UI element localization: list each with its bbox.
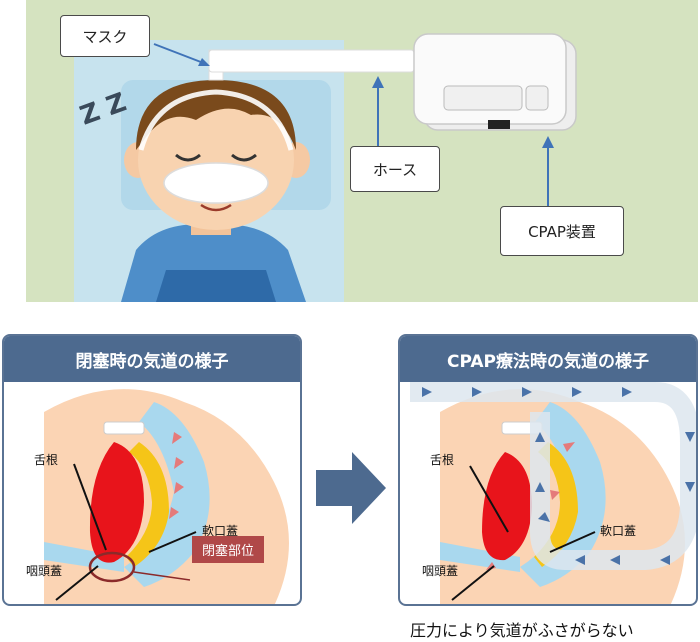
- epiglottis-label: 咽頭蓋: [422, 562, 458, 579]
- device-button: [526, 86, 548, 110]
- cpap-airway-panel: CPAP療法時の気道の様子: [398, 334, 698, 606]
- tongue-root-label: 舌根: [430, 451, 454, 468]
- obstructed-panel-title: 閉塞時の気道の様子: [4, 336, 300, 382]
- shirt-shadow: [156, 270, 276, 302]
- cpap-caption: 圧力により気道がふさがらない: [410, 617, 634, 641]
- transition-arrow: [316, 452, 388, 524]
- nasal-mask: [164, 163, 268, 203]
- teeth: [104, 422, 144, 434]
- mask-callout: マスク: [60, 15, 150, 57]
- device-callout: CPAP装置: [500, 206, 624, 256]
- hose-arrowhead: [372, 76, 384, 88]
- obstructed-airway-panel: 閉塞時の気道の様子 舌根 軟口蓋 咽頭蓋 閉塞部位: [2, 334, 302, 606]
- device-slot: [488, 120, 510, 129]
- device-arrowhead: [542, 136, 554, 148]
- hose-callout: ホース: [350, 146, 440, 192]
- device-panel: [444, 86, 522, 110]
- tongue-root-label: 舌根: [34, 451, 58, 468]
- epiglottis-label: 咽頭蓋: [26, 562, 62, 579]
- transition-arrow-shape: [316, 452, 386, 524]
- soft-palate-label: 軟口蓋: [600, 522, 636, 539]
- hose: [209, 50, 414, 72]
- cpap-panel-title: CPAP療法時の気道の様子: [400, 336, 696, 382]
- blockage-badge: 閉塞部位: [192, 536, 264, 563]
